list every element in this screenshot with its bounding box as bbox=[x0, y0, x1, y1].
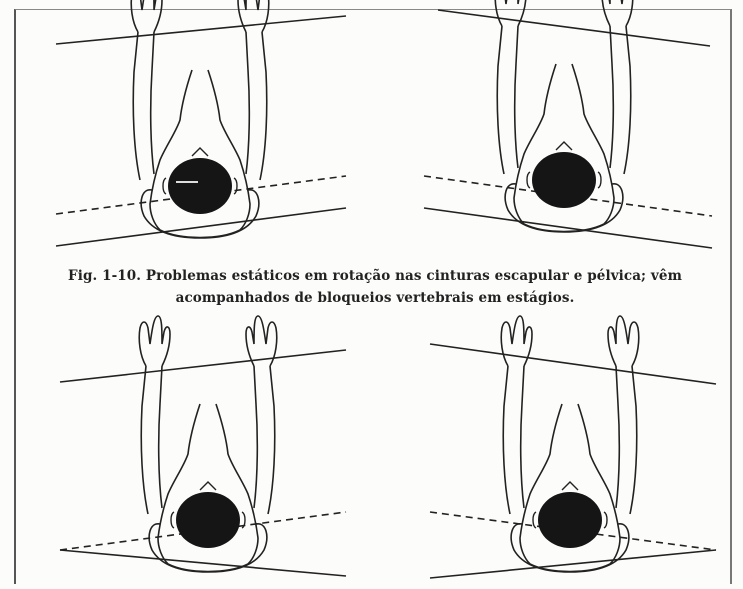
panel-top-right bbox=[424, 0, 712, 248]
panel-bottom-left bbox=[60, 316, 346, 576]
panel-bottom-right bbox=[430, 316, 716, 578]
panel-top-left bbox=[56, 0, 346, 246]
figure-caption-line-1: Fig. 1-10. Problemas estáticos em rotaçã… bbox=[30, 268, 720, 284]
figure-caption-line-2: acompanhados de bloqueios vertebrais em … bbox=[30, 290, 720, 306]
